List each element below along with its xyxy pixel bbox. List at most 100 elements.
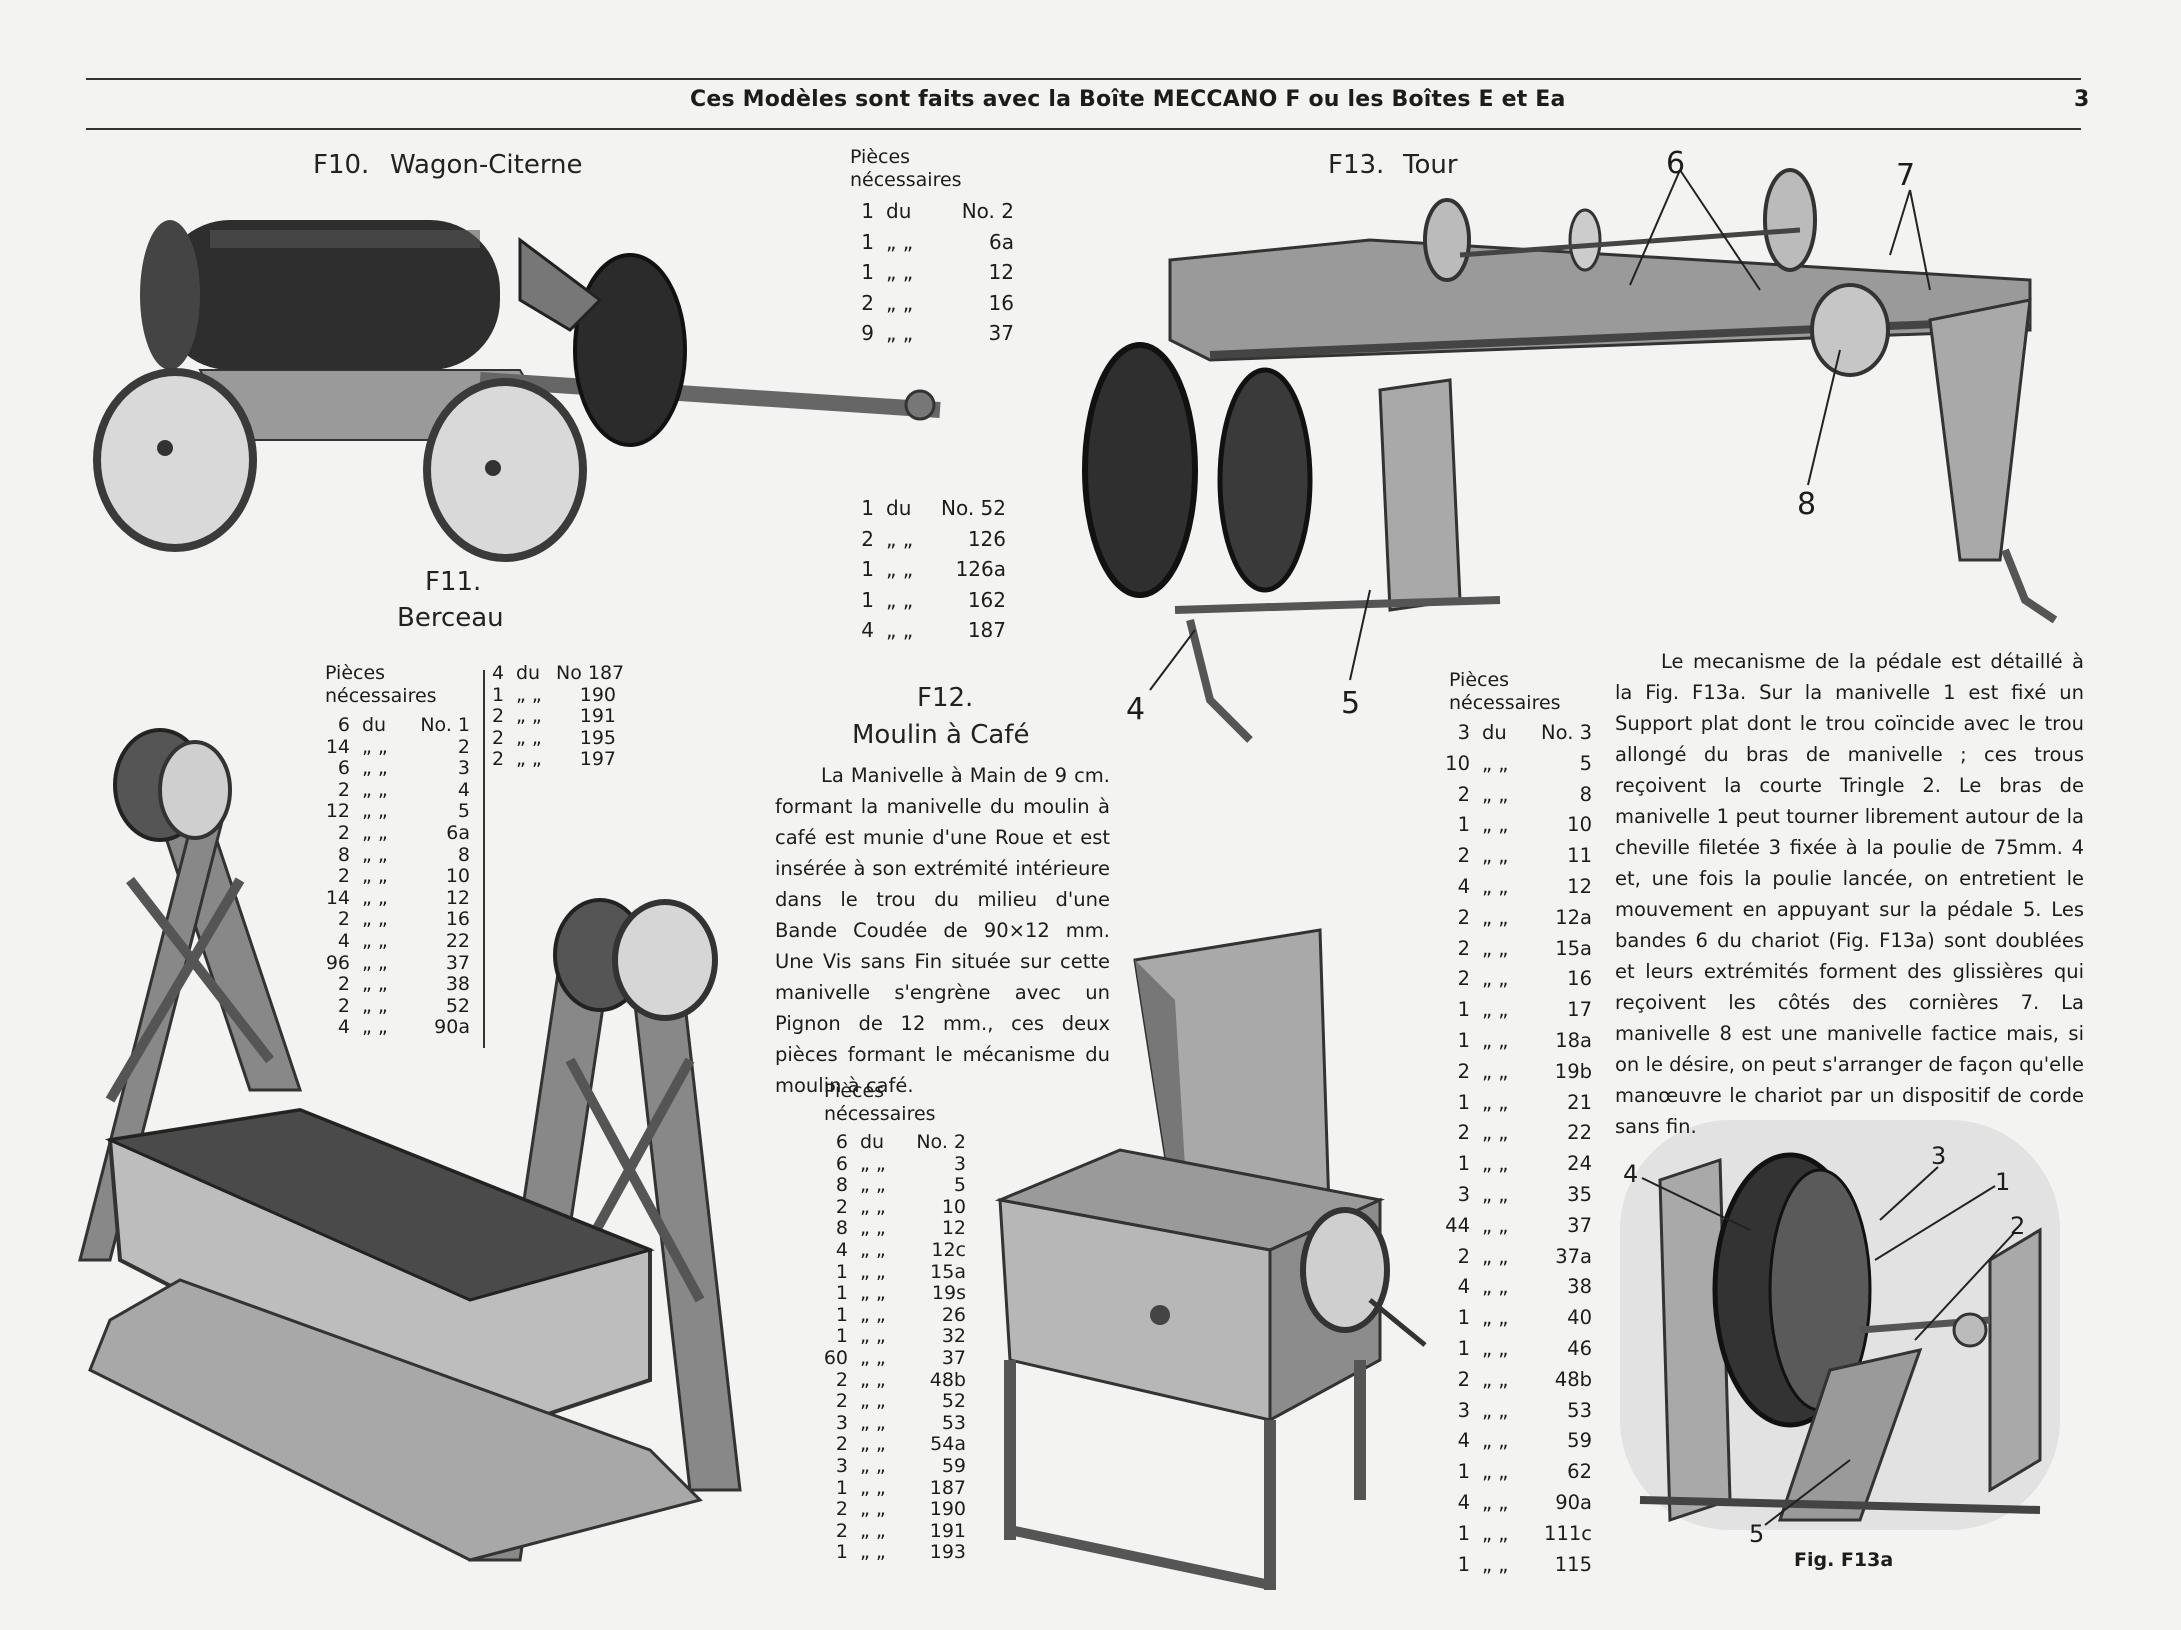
f12-description: La Manivelle à Main de 9 cm. formant la … xyxy=(775,764,1110,1097)
part-ditto: „ „ xyxy=(1482,1121,1509,1145)
parts-row: 1„ „187 xyxy=(822,1476,966,1500)
part-quantity: 1 xyxy=(835,1541,848,1564)
part-number: 191 xyxy=(579,705,616,728)
f12-label: F12. xyxy=(917,683,974,713)
part-quantity: 2 xyxy=(861,526,874,551)
parts-row: 1„ „111c xyxy=(1444,1519,1592,1550)
part-ditto: „ „ xyxy=(1482,1490,1509,1514)
part-number: 3 xyxy=(953,1152,966,1175)
f10-name: Wagon-Citerne xyxy=(390,150,583,180)
part-ditto: „ „ xyxy=(860,1260,886,1283)
parts-row: 4„ „12c xyxy=(822,1238,966,1262)
part-quantity: 2 xyxy=(861,290,874,315)
part-quantity: 6 xyxy=(835,1152,848,1175)
part-ditto: „ „ xyxy=(1482,967,1509,991)
parts-row: 2„ „48b xyxy=(1444,1365,1592,1396)
f12-parts-heading-2: nécessaires xyxy=(824,1103,936,1125)
f11-parts-heading-1: Pièces xyxy=(325,662,386,684)
callout-8: 8 xyxy=(1797,487,1817,522)
part-number: 162 xyxy=(967,587,1006,612)
parts-row: 4„ „38 xyxy=(1444,1272,1592,1303)
part-number: 3 xyxy=(457,757,470,780)
part-number: 10 xyxy=(1567,813,1592,837)
part-ditto: „ „ xyxy=(860,1174,886,1197)
part-number: 53 xyxy=(1567,1398,1592,1422)
part-ditto: „ „ xyxy=(860,1411,886,1434)
part-number: 48b xyxy=(1554,1367,1592,1391)
part-ditto: „ „ xyxy=(516,683,542,706)
part-ditto: „ „ xyxy=(1482,1182,1509,1206)
part-quantity: 2 xyxy=(835,1368,848,1391)
part-number: 12a xyxy=(1555,905,1592,929)
parts-row: 2„ „48b xyxy=(822,1368,966,1392)
part-number: No. 52 xyxy=(940,496,1006,520)
parts-row: 14„ „12 xyxy=(322,887,470,910)
part-number: 16 xyxy=(988,290,1014,315)
part-ditto: „ „ xyxy=(1482,782,1509,806)
page-header-title: Ces Modèles sont faits avec la Boîte MEC… xyxy=(690,87,1566,112)
part-number: 111c xyxy=(1544,1521,1592,1545)
part-number: 59 xyxy=(941,1454,966,1477)
parts-row: 2„ „16 xyxy=(1444,964,1592,995)
part-ditto: „ „ xyxy=(1482,1090,1509,1114)
part-ditto: „ „ xyxy=(860,1303,886,1326)
part-quantity: 1 xyxy=(1457,1336,1470,1360)
part-number: 15a xyxy=(1555,936,1592,960)
part-ditto: „ „ xyxy=(886,290,914,315)
part-ditto: „ „ xyxy=(1482,844,1509,868)
part-number: 24 xyxy=(1567,1152,1592,1176)
f11-name: Berceau xyxy=(397,603,504,633)
part-quantity: 2 xyxy=(1457,905,1470,929)
parts-row: 2„ „190 xyxy=(822,1498,966,1521)
parts-row: 6„ „3 xyxy=(822,1152,966,1176)
parts-row: 1„ „24 xyxy=(1444,1149,1592,1180)
part-number: 187 xyxy=(929,1476,966,1499)
part-number: 37a xyxy=(1555,1244,1592,1268)
header-top-rule xyxy=(86,78,2081,80)
part-ditto: „ „ xyxy=(886,587,914,612)
parts-row: 4„ „187 xyxy=(860,615,1006,646)
part-ditto: „ „ xyxy=(362,908,388,931)
part-number: 8 xyxy=(1579,782,1592,806)
part-ditto: „ „ xyxy=(860,1325,886,1348)
callout-4: 4 xyxy=(1126,692,1146,727)
part-ditto: „ „ xyxy=(860,1454,886,1477)
part-quantity: 2 xyxy=(1457,967,1470,991)
part-ditto: „ „ xyxy=(1482,1275,1509,1299)
part-number: 16 xyxy=(445,908,470,931)
part-quantity: 8 xyxy=(835,1217,848,1240)
part-quantity: 3 xyxy=(1457,1398,1470,1422)
parts-row: 1„ „162 xyxy=(860,585,1006,616)
parts-row: 2„ „126 xyxy=(860,524,1006,555)
part-ditto: „ „ xyxy=(1482,1521,1509,1545)
part-quantity: 4 xyxy=(835,1238,848,1261)
parts-row: 1„ „6a xyxy=(860,227,1014,258)
part-ditto: „ „ xyxy=(860,1390,886,1413)
part-quantity: 2 xyxy=(835,1519,848,1542)
part-number: 48b xyxy=(929,1368,966,1391)
part-quantity: 1 xyxy=(1457,1306,1470,1330)
part-number: 21 xyxy=(1567,1090,1592,1114)
part-ditto: „ „ xyxy=(1482,1152,1509,1176)
parts-row: 96„ „37 xyxy=(322,952,470,975)
part-number: No 187 xyxy=(556,662,625,684)
part-quantity: 8 xyxy=(835,1174,848,1197)
part-quantity: 4 xyxy=(1457,874,1470,898)
parts-row: 4„ „59 xyxy=(1444,1426,1592,1457)
part-quantity: 4 xyxy=(337,929,350,952)
part-ditto: du xyxy=(1482,721,1507,744)
part-ditto: „ „ xyxy=(362,735,388,758)
parts-row: 6„ „3 xyxy=(322,758,470,780)
part-ditto: „ „ xyxy=(1482,1552,1509,1576)
part-number: 190 xyxy=(929,1498,966,1521)
parts-row: 2„ „15a xyxy=(1444,934,1592,965)
part-quantity: 1 xyxy=(835,1476,848,1499)
parts-row: 2„ „10 xyxy=(322,866,470,888)
part-ditto: „ „ xyxy=(886,526,914,551)
part-quantity: 2 xyxy=(337,821,350,844)
parts-row: 44„ „37 xyxy=(1444,1211,1592,1242)
part-number: 12 xyxy=(1567,874,1592,898)
part-ditto: „ „ xyxy=(886,321,914,345)
